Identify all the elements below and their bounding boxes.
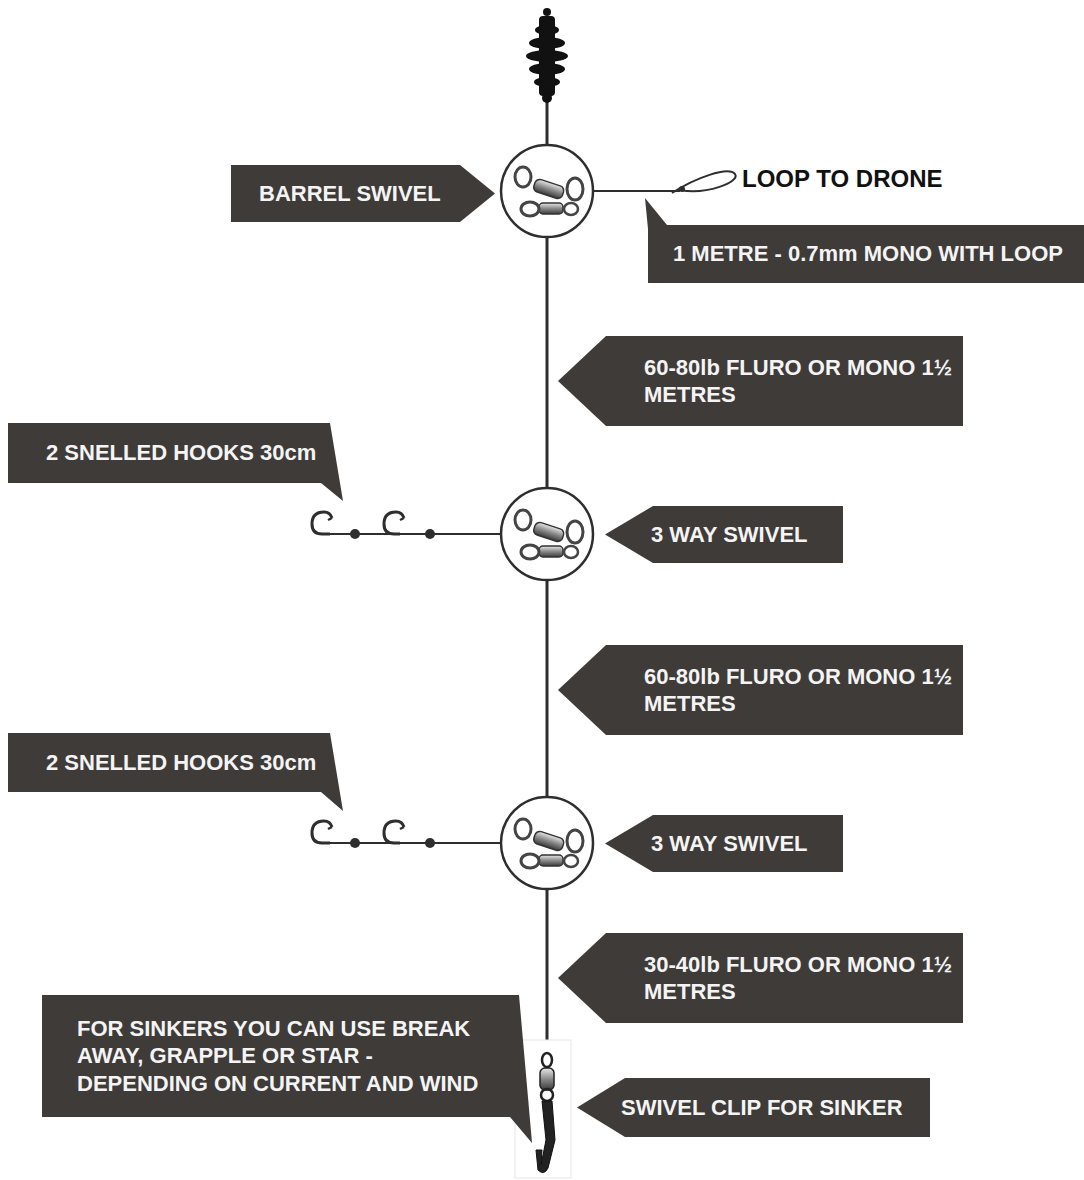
callout-text: 1 METRE - 0.7mm MONO WITH LOOP: [673, 240, 1078, 268]
callout-fill: [558, 933, 963, 1023]
callout-fill: [577, 1078, 930, 1137]
callout-shape: [558, 645, 963, 735]
callout-fill: [231, 165, 495, 222]
callout-box: FOR SINKERS YOU CAN USE BREAK AWAY, GRAP…: [42, 995, 532, 1143]
callout-box: BARREL SWIVEL: [231, 165, 495, 222]
callout-box: 3 WAY SWIVEL: [605, 506, 843, 563]
callout-text: 3 WAY SWIVEL: [651, 521, 835, 549]
callout-box: 30-40lb FLURO OR MONO 1½ METRES: [558, 933, 963, 1023]
callout-fill: [645, 198, 1084, 283]
callout-fill: [605, 506, 843, 563]
callout-text: 2 SNELLED HOOKS 30cm: [46, 749, 319, 777]
callout-fill: [558, 336, 963, 426]
top-weight: [526, 8, 568, 103]
callout-text: 30-40lb FLURO OR MONO 1½ METRES: [644, 951, 955, 1006]
callout-fill: [558, 645, 963, 735]
callout-fill: [8, 733, 343, 811]
callout-box: 2 SNELLED HOOKS 30cm: [8, 423, 343, 501]
callout-shape: [645, 198, 1084, 283]
callout-box: 60-80lb FLURO OR MONO 1½ METRES: [558, 336, 963, 426]
callout-fill: [42, 995, 532, 1143]
callout-box: SWIVEL CLIP FOR SINKER: [577, 1078, 930, 1137]
callout-text: SWIVEL CLIP FOR SINKER: [621, 1094, 922, 1122]
callout-text: 2 SNELLED HOOKS 30cm: [46, 439, 319, 467]
drone-loop: [593, 171, 736, 193]
callout-text: 3 WAY SWIVEL: [651, 830, 835, 858]
callout-box: 3 WAY SWIVEL: [605, 815, 843, 872]
callout-box: 1 METRE - 0.7mm MONO WITH LOOP: [645, 198, 1084, 283]
callout-fill: [8, 423, 343, 501]
callout-box: 60-80lb FLURO OR MONO 1½ METRES: [558, 645, 963, 735]
swivel-circle: [501, 145, 593, 889]
callout-text: BARREL SWIVEL: [259, 180, 455, 208]
callout-shape: [558, 933, 963, 1023]
callout-shape: [558, 336, 963, 426]
callout-box: 2 SNELLED HOOKS 30cm: [8, 733, 343, 811]
free-label: LOOP TO DRONE: [742, 165, 942, 193]
callout-fill: [605, 815, 843, 872]
callout-text: 60-80lb FLURO OR MONO 1½ METRES: [644, 663, 955, 718]
callout-text: 60-80lb FLURO OR MONO 1½ METRES: [644, 354, 955, 409]
callout-text: FOR SINKERS YOU CAN USE BREAK AWAY, GRAP…: [77, 1015, 496, 1098]
